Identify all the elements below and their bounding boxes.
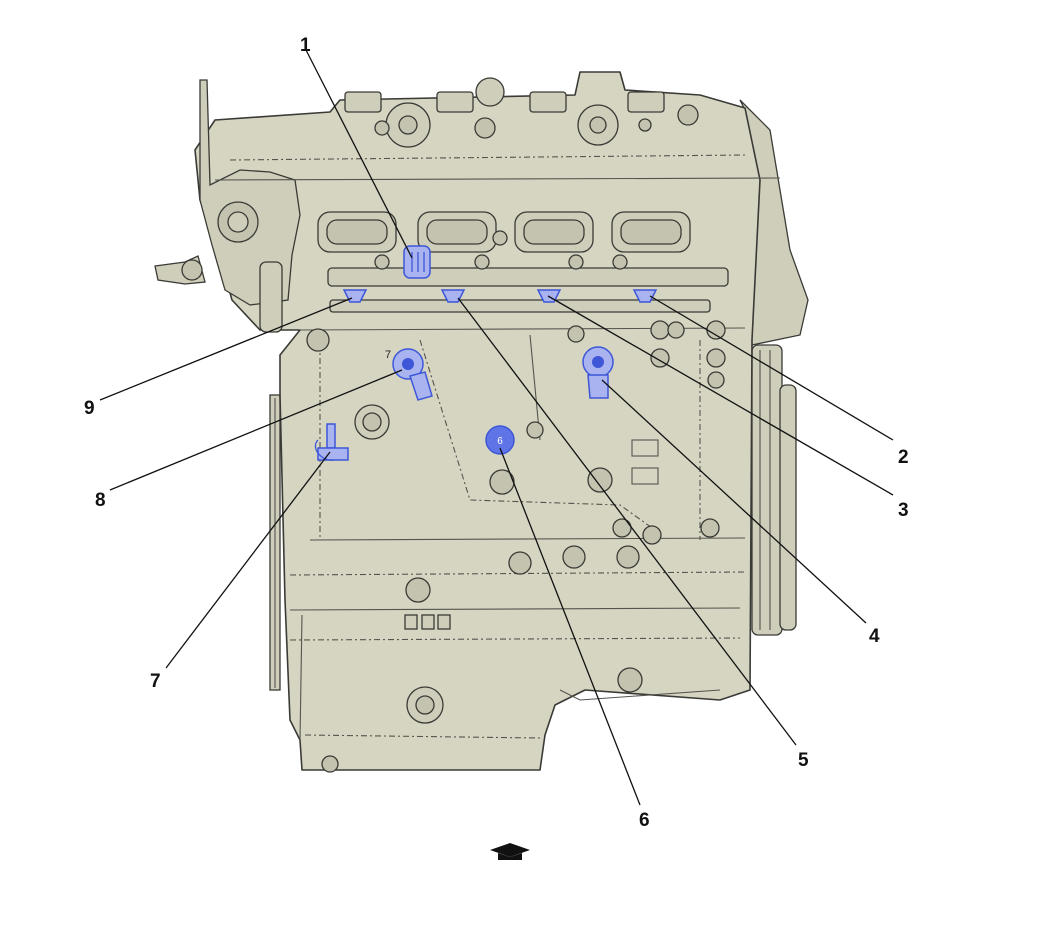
- leader-6: [499, 447, 641, 806]
- injector-4: [632, 289, 658, 303]
- callout-6: 6: [639, 810, 650, 831]
- leader-7: [165, 451, 331, 669]
- valve-cover: [214, 77, 781, 181]
- callout-9: 9: [84, 398, 95, 419]
- inner-label: 7: [385, 349, 391, 361]
- callout-4: 4: [869, 626, 880, 647]
- sensor-6-plug: 6: [485, 425, 515, 455]
- block-details: [289, 320, 746, 773]
- leader-5: [457, 297, 797, 746]
- callout-2: 2: [898, 447, 909, 468]
- knock-sensor-8: [392, 348, 433, 401]
- leader-1: [305, 49, 413, 259]
- callout-1: 1: [300, 35, 311, 56]
- leader-4: [601, 379, 867, 624]
- leader-lines: [99, 49, 894, 806]
- leader-9: [99, 297, 353, 401]
- leader-3: [547, 295, 894, 496]
- svg-text:6: 6: [497, 436, 503, 447]
- callout-5: 5: [798, 750, 809, 771]
- callout-7: 7: [150, 671, 161, 692]
- callout-8: 8: [95, 490, 106, 511]
- intake-ports: [317, 211, 691, 253]
- graduation-cap-icon: [490, 843, 530, 860]
- engine-block: 7: [154, 71, 809, 773]
- leader-8: [109, 369, 403, 491]
- callout-3: 3: [898, 500, 909, 521]
- left-bracket: [154, 79, 301, 333]
- leader-2: [649, 295, 894, 441]
- callouts: 1 2 3 4 5 6 7 8 9: [84, 35, 909, 831]
